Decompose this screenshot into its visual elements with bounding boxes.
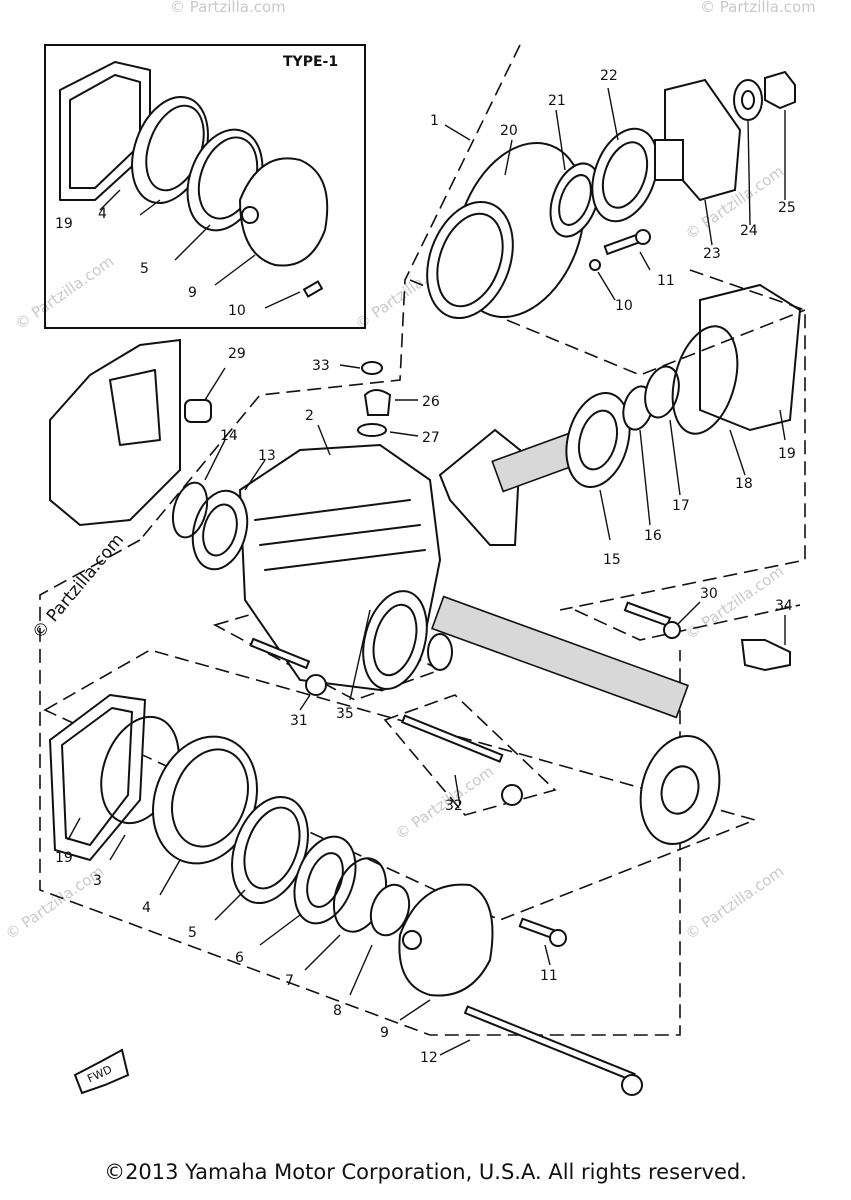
callout-17: 17 bbox=[672, 498, 690, 514]
callout-31: 31 bbox=[290, 713, 308, 729]
callout-18: 18 bbox=[735, 476, 753, 492]
callout-35: 35 bbox=[336, 706, 354, 722]
type1-label: TYPE-1 bbox=[283, 54, 338, 70]
callout-2: 2 bbox=[305, 408, 314, 424]
callout-20: 20 bbox=[500, 123, 518, 139]
callout-14: 14 bbox=[220, 428, 238, 444]
callout-15: 15 bbox=[603, 552, 621, 568]
callout-22: 22 bbox=[600, 68, 618, 84]
watermark-text: © Partzilla.com bbox=[682, 862, 787, 943]
callout-10: 10 bbox=[228, 303, 246, 319]
callout-4: 4 bbox=[98, 206, 107, 222]
callout-5: 5 bbox=[188, 925, 197, 941]
callout-8: 8 bbox=[333, 1003, 342, 1019]
callout-16: 16 bbox=[644, 528, 662, 544]
callout-4: 4 bbox=[142, 900, 151, 916]
callout-9: 9 bbox=[380, 1025, 389, 1041]
callout-1: 1 bbox=[430, 113, 439, 129]
callout-24: 24 bbox=[740, 223, 758, 239]
callout-19: 19 bbox=[55, 216, 73, 232]
upper-assembly: 1 20 21 22 23 24 25 11 10 bbox=[426, 68, 796, 320]
callout-13: 13 bbox=[258, 448, 276, 464]
callout-9: 9 bbox=[188, 285, 197, 301]
watermark-text: © Partzilla.com bbox=[700, 0, 816, 16]
callout-33: 33 bbox=[312, 358, 330, 374]
callout-6: 6 bbox=[235, 950, 244, 966]
callout-23: 23 bbox=[703, 246, 721, 262]
callout-19: 19 bbox=[55, 850, 73, 866]
callout-12: 12 bbox=[420, 1050, 438, 1066]
callout-5: 5 bbox=[140, 261, 149, 277]
callout-34: 34 bbox=[775, 598, 793, 614]
callout-32: 32 bbox=[445, 798, 463, 814]
callout-25: 25 bbox=[778, 200, 796, 216]
callout-11: 11 bbox=[540, 968, 558, 984]
main-case: 2 14 13 35 bbox=[171, 408, 442, 722]
bolts-group: 30 34 31 32 bbox=[249, 586, 793, 814]
copyright-text: ©2013 Yamaha Motor Corporation, U.S.A. A… bbox=[104, 1160, 747, 1184]
callout-30: 30 bbox=[700, 586, 718, 602]
watermark-text: © Partzilla.com bbox=[12, 252, 117, 333]
callout-29: 29 bbox=[228, 346, 246, 362]
lower-shaft bbox=[427, 595, 721, 846]
lower-assembly: 19 3 4 5 6 7 8 9 11 12 bbox=[48, 693, 643, 1096]
callout-21: 21 bbox=[548, 93, 566, 109]
gear-shaft-upper: 15 16 17 18 19 bbox=[438, 283, 802, 568]
callout-11: 11 bbox=[657, 273, 675, 289]
callout-19: 19 bbox=[778, 446, 796, 462]
watermark-text: © Partzilla.com bbox=[2, 862, 107, 943]
callout-26: 26 bbox=[422, 394, 440, 410]
watermark-text-large: © Partzilla.com bbox=[29, 530, 129, 643]
left-gasket-group: 29 33 26 27 bbox=[49, 338, 440, 527]
type1-inset: TYPE-1 19 4 5 9 10 bbox=[44, 44, 366, 329]
fwd-arrow-icon: FWD bbox=[73, 1048, 130, 1095]
callout-10: 10 bbox=[615, 298, 633, 314]
callout-27: 27 bbox=[422, 430, 440, 446]
callout-7: 7 bbox=[285, 973, 294, 989]
callout-3: 3 bbox=[93, 873, 102, 889]
watermark-text: © Partzilla.com bbox=[170, 0, 286, 16]
